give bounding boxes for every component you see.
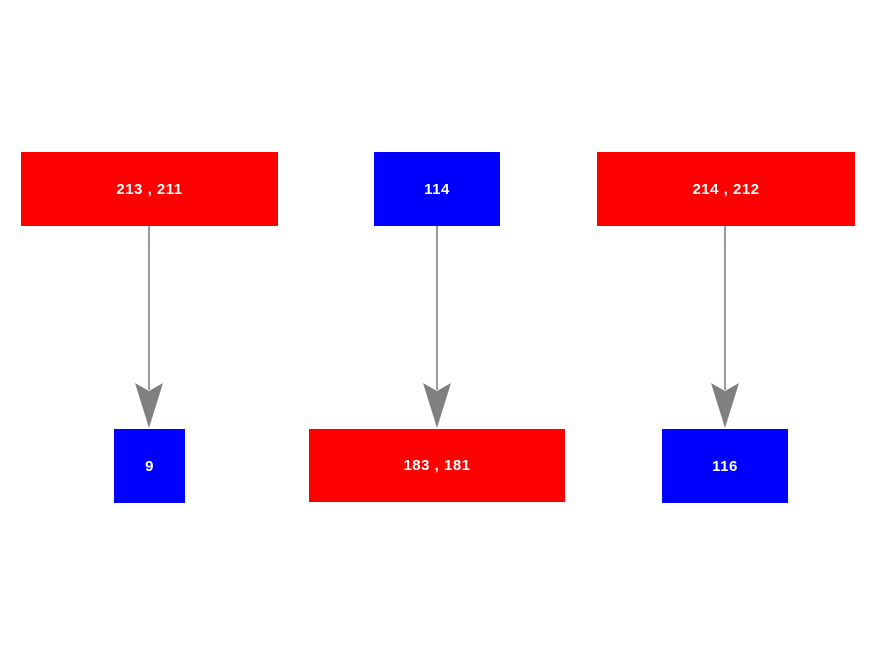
- down-arrow-icon: [135, 226, 163, 428]
- down-arrow-right: [708, 226, 742, 429]
- node-bottom-right: 116: [662, 429, 788, 503]
- down-arrow-icon: [423, 226, 451, 428]
- node-top-right: 214 , 212: [597, 152, 855, 226]
- node-bottom-center: 183 , 181: [309, 429, 565, 502]
- down-arrow-left: [132, 226, 166, 429]
- node-bottom-left: 9: [114, 429, 185, 503]
- down-arrow-center: [420, 226, 454, 429]
- down-arrow-icon: [711, 226, 739, 428]
- node-top-center: 114: [374, 152, 500, 226]
- node-top-left: 213 , 211: [21, 152, 278, 226]
